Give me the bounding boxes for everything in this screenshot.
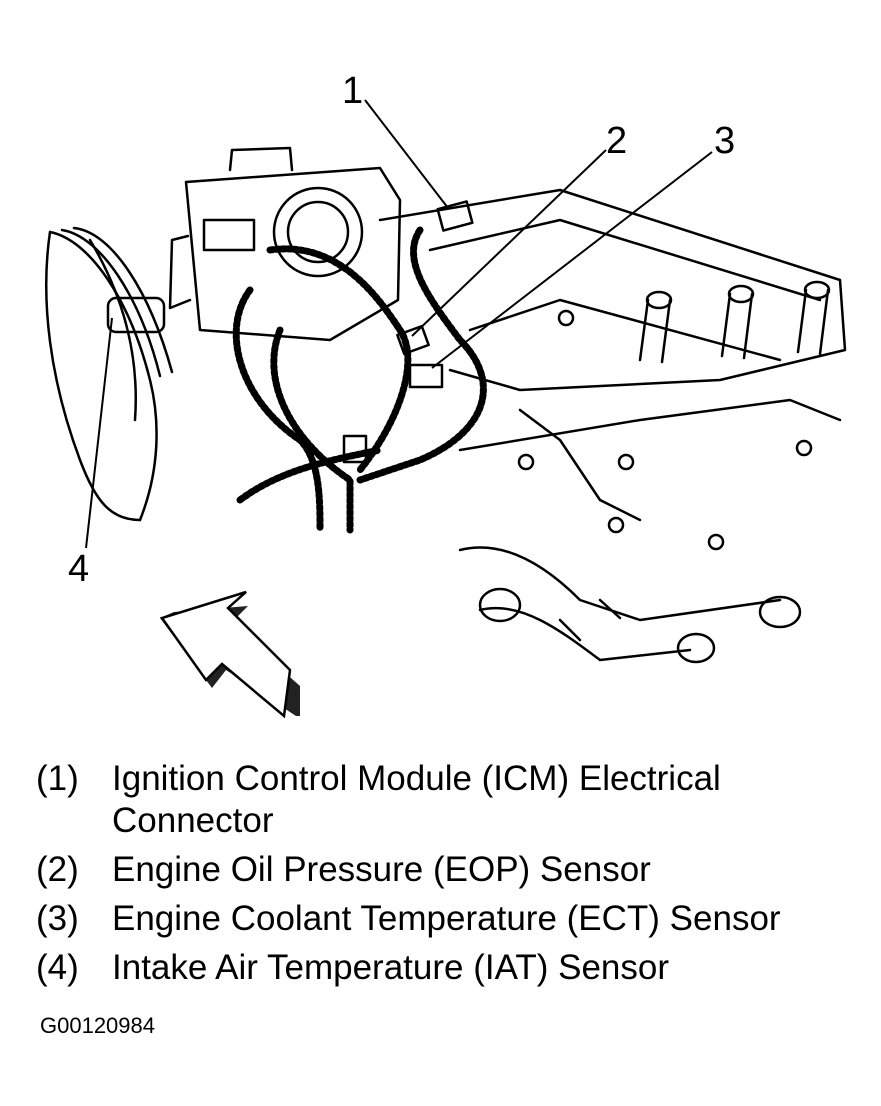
leader-4	[85, 317, 113, 549]
callout-leaders	[85, 99, 713, 549]
legend-number: (2)	[36, 850, 79, 889]
callout-2: 2	[606, 120, 628, 162]
engine-line-drawing	[45, 99, 847, 719]
engine-component-illustration: 1 2 3 4	[45, 70, 847, 719]
callout-3: 3	[714, 120, 736, 162]
leader-2	[411, 149, 607, 337]
legend-item: (3) Engine Coolant Temperature (ECT) Sen…	[36, 898, 866, 940]
legend-item: (1) Ignition Control Module (ICM) Electr…	[36, 758, 866, 842]
spark-plug-tubes	[638, 280, 831, 364]
legend-item: (2) Engine Oil Pressure (EOP) Sensor	[36, 849, 866, 891]
legend-text: Engine Coolant Temperature (ECT) Sensor	[112, 899, 781, 938]
legend-number: (4)	[36, 948, 79, 987]
direction-arrow	[159, 590, 300, 719]
engine-block	[378, 188, 847, 522]
figure-id: G00120984	[40, 1013, 155, 1038]
component-legend: (1) Ignition Control Module (ICM) Electr…	[36, 758, 866, 996]
wiring-harness	[232, 226, 487, 534]
legend-text: Intake Air Temperature (IAT) Sensor	[112, 948, 669, 987]
coolant-pipe	[458, 546, 802, 664]
iat-sensor-body	[106, 296, 166, 334]
callout-4: 4	[68, 548, 90, 590]
leader-1	[364, 99, 449, 209]
legend-text: Ignition Control Module (ICM) Electrical…	[112, 759, 721, 840]
leader-3	[431, 151, 713, 369]
connectors	[202, 200, 474, 464]
legend-number: (1)	[36, 759, 79, 798]
callout-1: 1	[342, 70, 364, 112]
bolts	[517, 309, 813, 551]
legend-number: (3)	[36, 899, 79, 938]
throttle-body	[168, 146, 402, 342]
legend-item: (4) Intake Air Temperature (IAT) Sensor	[36, 947, 866, 989]
air-intake-duct	[45, 226, 174, 522]
legend-text: Engine Oil Pressure (EOP) Sensor	[112, 850, 651, 889]
